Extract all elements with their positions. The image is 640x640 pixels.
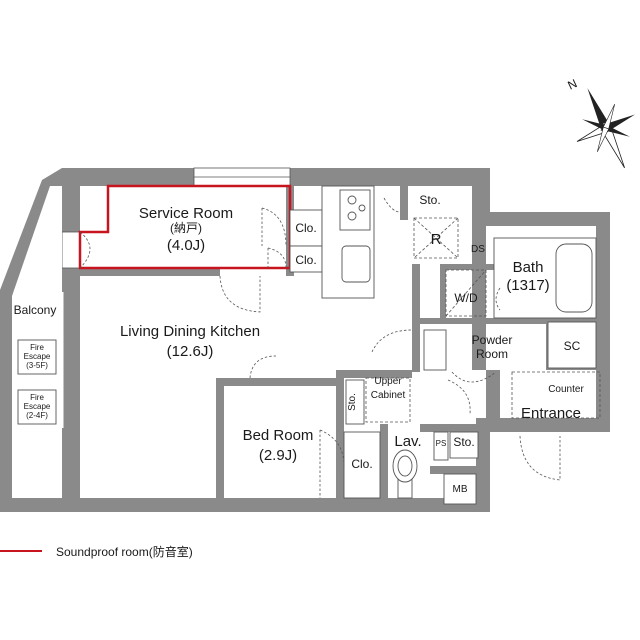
closet-label: Clo. <box>351 457 372 471</box>
closet-label: Clo. <box>295 221 316 235</box>
fridge-area <box>383 197 459 259</box>
ldk-size: (12.6J) <box>167 343 214 360</box>
fire-escape-line1: Fire <box>30 393 44 402</box>
storage-label: Sto. <box>453 435 474 449</box>
refrigerator-label: R <box>431 231 442 248</box>
bath-fixtures <box>445 237 597 319</box>
closet-label: Clo. <box>295 253 316 267</box>
compass-icon <box>576 88 636 169</box>
meter-box-label: MB <box>453 484 468 495</box>
fire-escape-line1: Fire <box>30 343 44 352</box>
fire-escape-line2: Escape <box>24 352 51 361</box>
shoe-closet-label: SC <box>564 339 581 353</box>
powder-room-line2: Room <box>476 347 508 361</box>
lavatory-label: Lav. <box>394 433 421 450</box>
upper-cabinet-line2: Cabinet <box>371 390 406 401</box>
fire-escape-line3: (2-4F) <box>26 411 48 420</box>
upper-cabinet-line1: Upper <box>374 376 402 387</box>
compass-north-label: N <box>565 76 579 92</box>
service-closets <box>261 207 323 273</box>
balcony-label: Balcony <box>14 303 57 317</box>
service-room-size: (4.0J) <box>167 237 205 254</box>
storage-label: Sto. <box>419 193 440 207</box>
powder-room-line1: Powder <box>472 333 513 347</box>
kitchen-counter <box>321 185 375 299</box>
bed-room-name: Bed Room <box>243 427 314 444</box>
ldk-name: Living Dining Kitchen <box>120 323 260 340</box>
legend-label: Soundproof room(防音室) <box>56 544 193 559</box>
bath-size: (1317) <box>506 277 549 294</box>
toilet <box>392 449 418 499</box>
washer-dryer-label: W/D <box>454 291 478 305</box>
bed-room-size: (2.9J) <box>259 447 297 464</box>
duct-space-label: DS <box>471 244 485 255</box>
service-room-name: Service Room <box>139 205 233 222</box>
storage-label: Sto. <box>347 393 358 411</box>
bath-name: Bath <box>513 259 544 276</box>
service-room-sub: (納戸) <box>170 221 202 235</box>
pipe-space-label: PS <box>436 439 447 448</box>
entrance-label: Entrance <box>521 405 581 422</box>
fire-escape-line3: (3-5F) <box>26 361 48 370</box>
fire-escape-line2: Escape <box>24 402 51 411</box>
counter-label: Counter <box>548 384 584 395</box>
